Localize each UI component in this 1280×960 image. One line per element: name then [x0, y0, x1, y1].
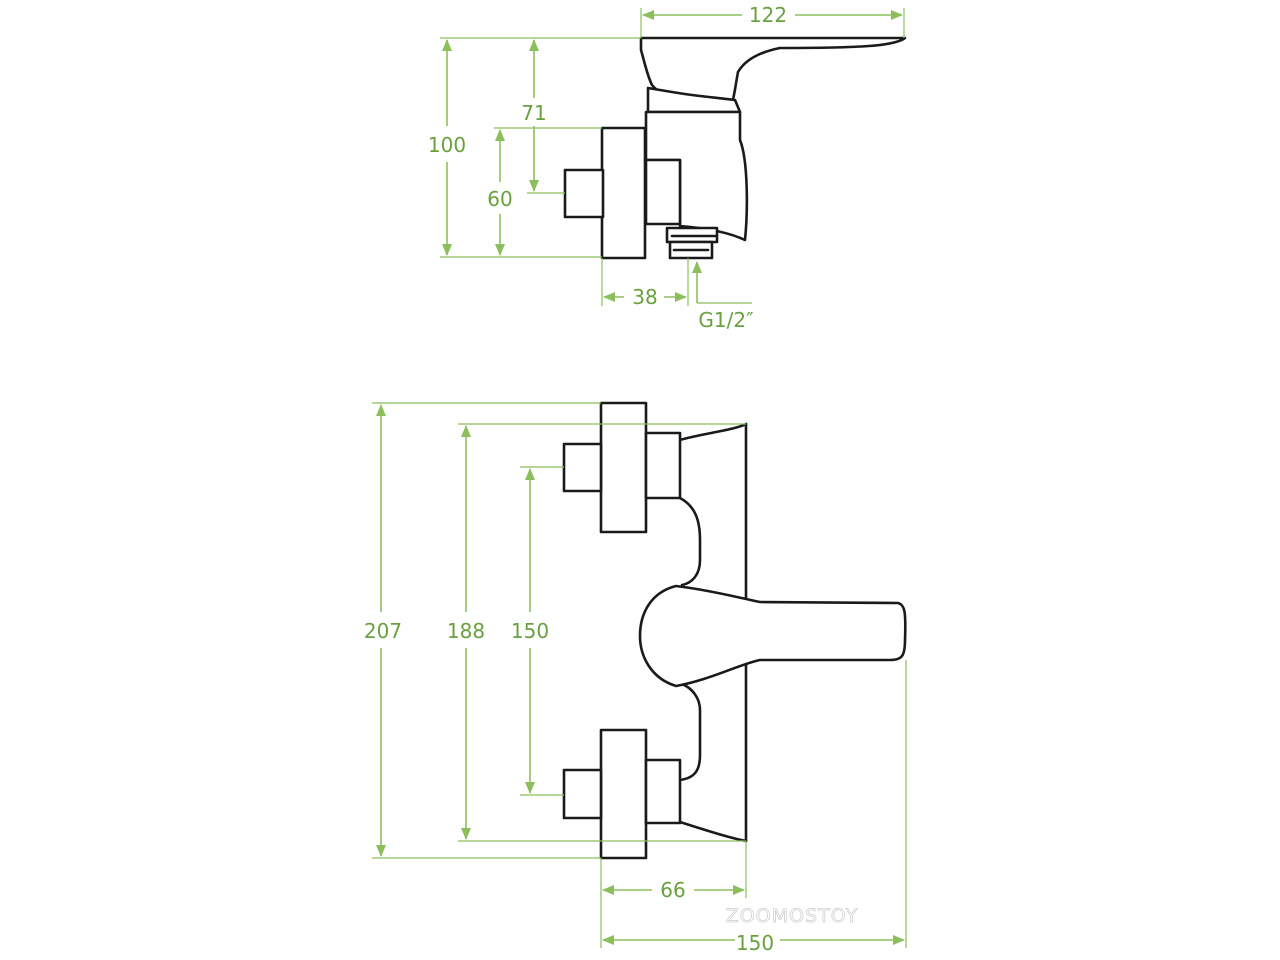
- front-lever: [638, 584, 907, 688]
- eccentric-nut: [644, 158, 682, 226]
- dim-top-height: 100: [428, 133, 466, 157]
- dim-top-connection: 60: [487, 187, 512, 211]
- mixer-body: [644, 110, 749, 242]
- dim-front-depth: 66: [660, 878, 685, 902]
- wall-flange: [600, 126, 647, 260]
- upper-inlet: [562, 442, 603, 493]
- dim-top-upper: 71: [521, 101, 546, 125]
- dim-top-width: 122: [749, 3, 787, 27]
- front-view: 207 188 150 66 150 ZOOMOSTOY: [364, 401, 907, 955]
- top-view: 122 100 71 60 38 G1/2″: [428, 3, 907, 332]
- upper-nut: [644, 431, 682, 500]
- cartridge-neck: [646, 86, 742, 114]
- upper-flange: [599, 401, 648, 534]
- dim-front-centers: 150: [511, 619, 549, 643]
- lower-nut: [644, 758, 682, 825]
- lever-handle: [639, 36, 907, 110]
- dim-top-depth: 38: [632, 285, 657, 309]
- dim-front-total-height: 207: [364, 619, 402, 643]
- dim-front-body-height: 188: [447, 619, 485, 643]
- lower-inlet: [562, 768, 603, 820]
- dim-front-total-depth: 150: [736, 931, 774, 955]
- watermark: ZOOMOSTOY: [726, 905, 858, 927]
- dim-thread: G1/2″: [698, 308, 753, 332]
- lower-flange: [599, 728, 648, 860]
- inlet-stub: [563, 168, 605, 219]
- front-body: [678, 422, 748, 843]
